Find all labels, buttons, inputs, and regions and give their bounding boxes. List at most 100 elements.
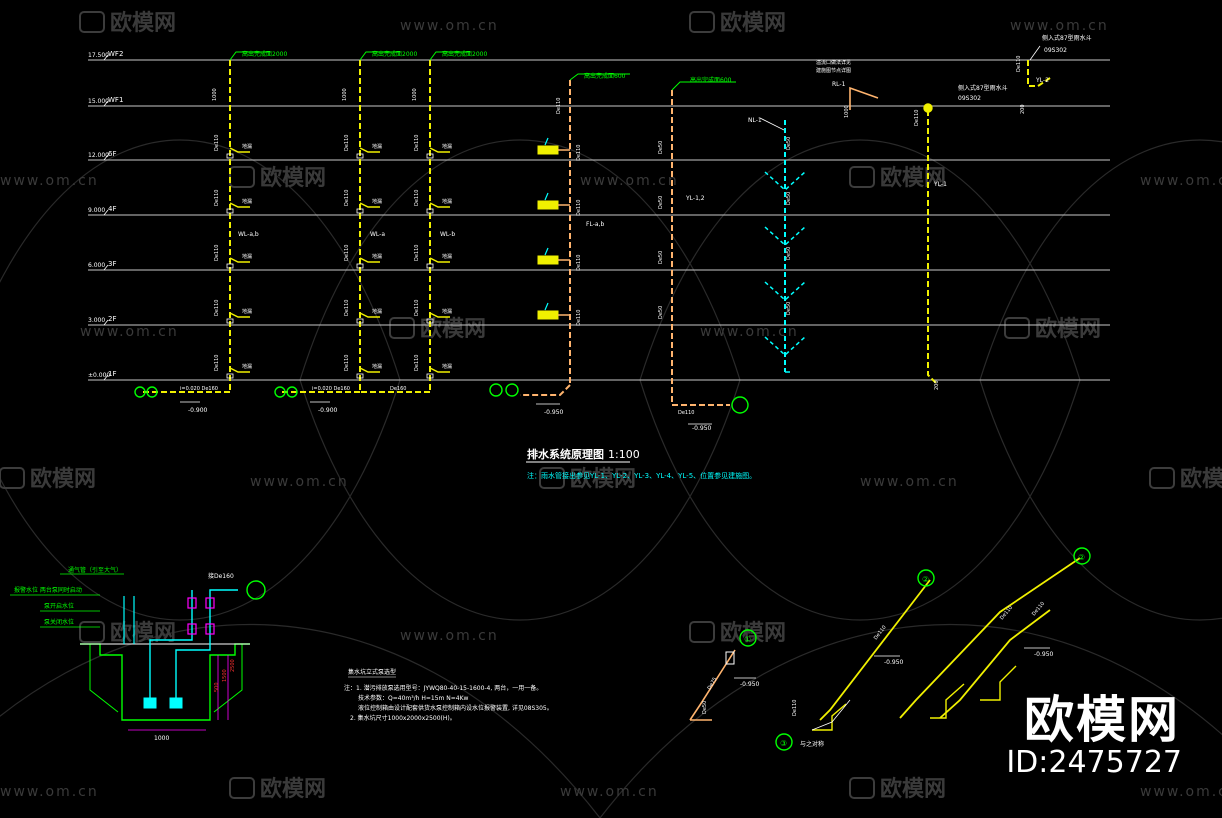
riser-label: YL-1 (933, 181, 947, 188)
iso-step (811, 699, 851, 731)
floor-drain-label: 地漏 (442, 198, 452, 205)
floor-elevation: 15.000 (88, 98, 109, 105)
pipe-size-label: De110 (214, 190, 220, 206)
pit-outlet-label: 接De160 (208, 572, 234, 580)
pipe-size-label: De110 (414, 190, 420, 206)
watermark-logo-icon (1149, 467, 1175, 489)
pipe-size-label: 200 (934, 380, 940, 390)
watermark-logo-icon (229, 166, 255, 188)
stack-riser (671, 90, 730, 406)
iso-pipe (930, 683, 965, 719)
section-marker-circle (146, 386, 158, 398)
sink-fixture-icon (537, 310, 559, 320)
floor-drain-label: 地漏 (442, 308, 452, 315)
floor-name: 3F (108, 260, 116, 268)
vent-height-label: 高出完成面2000 (372, 50, 417, 58)
watermark-brand-text: 欧模网 (260, 165, 326, 191)
pipe-size-label: De160 (390, 386, 406, 392)
watermark-url-text: www.om.cn (250, 474, 349, 490)
elev-tick (103, 154, 109, 161)
watermark-logo-icon (79, 621, 105, 643)
pipe-size-label: De50 (786, 192, 792, 205)
pipe-size-label: De110 (1016, 56, 1022, 72)
watermark-brand-text: 欧模网 (880, 165, 946, 191)
fixture-valve (544, 247, 549, 256)
branch-pipe (764, 226, 806, 247)
watermark-logo-icon (689, 11, 715, 33)
hopper-code: 09S302 (958, 95, 981, 102)
pit-height-dim: 1500 (222, 669, 228, 682)
pipe-size-label: De110 (792, 700, 798, 716)
watermark-url-text: www.om.cn (1010, 18, 1109, 34)
pipe-size-label: De110 (999, 605, 1014, 621)
pipe-size-label: De110 (576, 200, 582, 216)
cleanout-icon (226, 373, 234, 379)
pipe-size-label: 1000 (844, 105, 850, 118)
pump-note-line: 技术参数：Q=40m³/h H=15m N=4Kw (358, 694, 469, 702)
gate-valve-icon (205, 623, 215, 635)
pump-discharge-pipe (149, 590, 193, 705)
branch-pipe (229, 367, 250, 373)
riser-label: WL-a,b (238, 231, 259, 238)
stack-riser (1027, 60, 1051, 87)
elevation-dim: -0.900 (318, 407, 338, 414)
floor-drain-label: 地漏 (242, 198, 252, 205)
pump-notes-title: 集水坑立式泵选型 (348, 668, 396, 676)
branch-pipe (359, 257, 380, 263)
floor-elevation: 17.500 (88, 52, 109, 59)
watermark-logo-icon (849, 166, 875, 188)
elevation-dim: -0.950 (544, 409, 564, 416)
pipe-size-label: De110 (344, 135, 350, 151)
riser-label: FL-a,b (586, 221, 604, 228)
pit-wall-hatch (89, 644, 119, 713)
floor-name: WF1 (108, 96, 123, 104)
watermark-logo-icon (79, 11, 105, 33)
cleanout-icon (226, 208, 234, 214)
fixture-valve (544, 302, 549, 311)
section-marker-circle (274, 386, 286, 398)
branch-pipe (359, 312, 380, 318)
slope-label: i=0.020 De160 (180, 386, 218, 392)
iso-pipe (812, 703, 847, 731)
watermark-brand-text: 欧模网 (110, 10, 176, 36)
cleanout-icon (426, 153, 434, 159)
pipe-size-label: De110 (414, 355, 420, 371)
branch-pipe (359, 147, 380, 153)
cleanout-icon (356, 263, 364, 269)
pipe-size-label: De110 (414, 245, 420, 261)
section-marker-circle (134, 386, 146, 398)
riser-label: RL-1 (832, 81, 846, 88)
elev-tick (103, 209, 109, 216)
pump-note-line: 注：1. 潜污排放泵选用型号：JYWQ80-40-15-1600-4, 两台，一… (344, 684, 542, 692)
overflow-note: 溢流口做法详见 (816, 59, 851, 66)
watermark-logo-icon (0, 467, 25, 489)
watermark-logo-icon (229, 777, 255, 799)
pump-icon (143, 697, 157, 709)
elev-tick (103, 264, 109, 271)
vent-leader (229, 51, 270, 61)
branch-pipe (764, 281, 806, 302)
floor-elevation: 12.000 (88, 152, 109, 159)
pipe-size-label: De110 (344, 355, 350, 371)
floor-drain-label: 地漏 (242, 308, 252, 315)
branch-pipe (229, 257, 250, 263)
pipe-size-label: De50 (786, 302, 792, 315)
mirror-note: 与之对称 (800, 740, 824, 748)
floor-name: 2F (108, 315, 116, 323)
watermark-brand: 欧模网 (1024, 691, 1180, 749)
fixture-valve (544, 192, 549, 201)
floor-drain-label: 地漏 (372, 308, 382, 315)
elevation-dim: -0.950 (884, 659, 904, 666)
riser-pipes: 高出完成面2000 地漏 De110 地漏 De110 地漏 De110 地漏 De110 地漏 D… (134, 34, 1092, 432)
elevation-dim: -0.950 (1034, 651, 1054, 658)
floor-elevation: 3.000 (88, 317, 105, 324)
pit-hi-level-label: 报警水位 两台泵同时启动 (14, 586, 82, 594)
cleanout-icon (226, 263, 234, 269)
pipe-size-label: De50 (658, 306, 664, 319)
pipe-size-label: De50 (786, 137, 792, 150)
branch-pipe (229, 312, 250, 318)
branch-pipe (229, 147, 250, 153)
vent-leader (569, 73, 630, 81)
